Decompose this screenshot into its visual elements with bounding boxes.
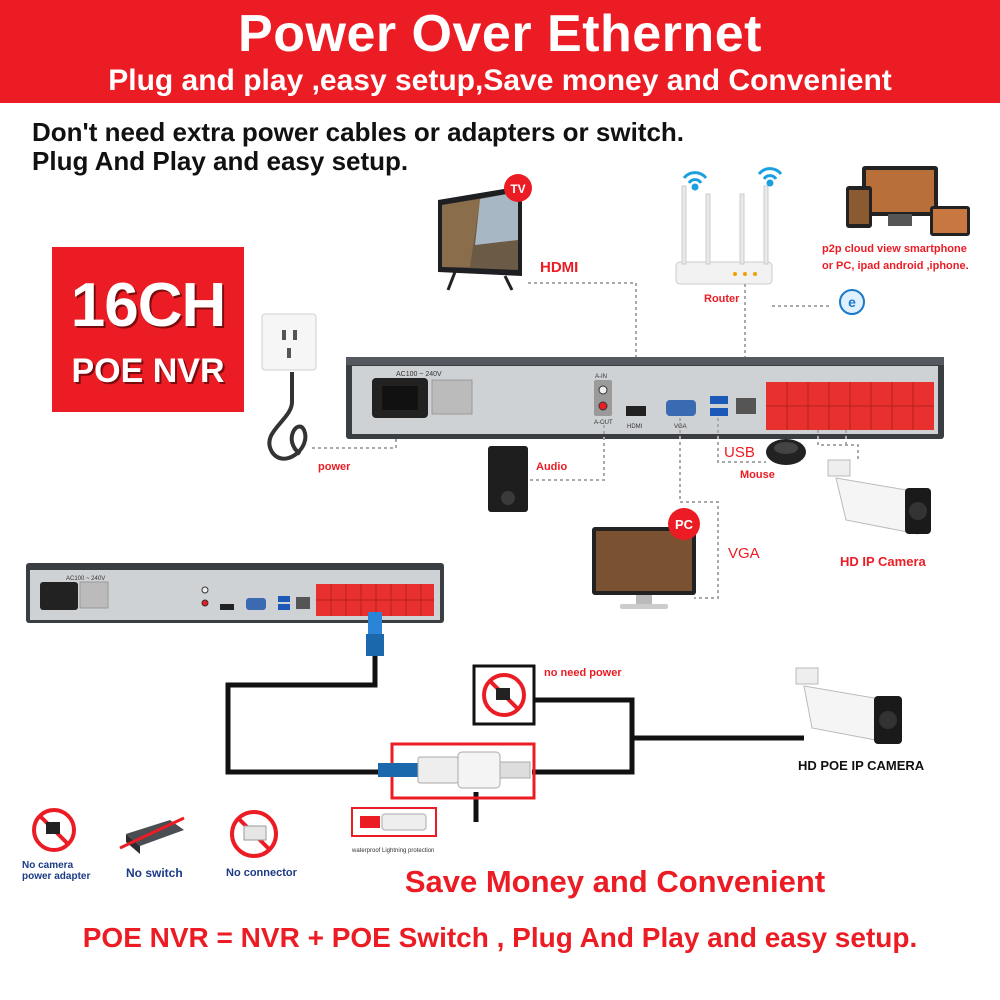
connection-diagram-top: TV HDMI Router p2p cloud view smartphone… — [261, 166, 970, 609]
ie-icon: e — [839, 289, 865, 315]
product-badge — [52, 247, 244, 412]
tv-icon — [438, 186, 522, 291]
slogan: Save Money and Convenient — [404, 864, 826, 899]
router-icon — [675, 185, 773, 285]
no-switch-icon — [119, 816, 185, 854]
intro-line-2: Plug And Play and easy setup. — [32, 146, 409, 176]
vga-label: VGA — [728, 545, 760, 562]
power-label: power — [318, 461, 351, 473]
badge-product: POE NVR — [71, 352, 225, 390]
ip-camera-icon — [827, 459, 931, 535]
p2p-label-2: or PC, ipad android ,iphone. — [822, 260, 969, 272]
router-label: Router — [704, 293, 740, 305]
lightning-protector-icon — [351, 807, 437, 837]
intro-line-1: Don't need extra power cables or adapter… — [32, 117, 685, 147]
badge-channels: 16CH — [70, 271, 227, 340]
hdmi-label: HDMI — [540, 259, 578, 276]
tv-tag-text: TV — [510, 182, 525, 196]
no-power-label: no need power — [544, 667, 622, 679]
nvr-small-voltage: AC100 ~ 240V — [66, 576, 105, 582]
p2p-label-1: p2p cloud view smartphone — [822, 243, 967, 255]
usb-label: USB — [724, 444, 755, 461]
nvr-rear-panel: AC100 ~ 240V A-IN A-OUT HDMI VGA — [346, 357, 944, 439]
devices-icon — [846, 166, 970, 236]
svg-text:HDMI: HDMI — [627, 424, 643, 430]
connection-diagram-bottom: AC100 ~ 240V — [26, 563, 925, 858]
pc-tag-text: PC — [675, 517, 694, 532]
pc-tag — [668, 508, 700, 540]
feature-label-no-adapter: No camera power adapter — [22, 860, 91, 882]
ip-camera-icon-bottom — [795, 667, 902, 744]
audio-label: Audio — [536, 461, 567, 473]
page-title: Power Over Ethernet — [238, 5, 762, 63]
speaker-icon — [488, 446, 528, 512]
no-connector-icon — [230, 810, 278, 858]
mouse-icon — [766, 439, 806, 465]
camera-label-bottom: HD POE IP CAMERA — [798, 758, 925, 773]
no-adapter-icon — [32, 808, 76, 852]
feature-label-no-connector: No connector — [226, 867, 297, 879]
tv-tag — [504, 174, 532, 202]
feature-label-no-switch: No switch — [126, 866, 183, 880]
hdmi-port — [626, 406, 646, 416]
wifi-icon — [682, 167, 783, 191]
rj45-plug-icon — [366, 612, 384, 656]
power-cable-icon — [267, 372, 308, 461]
pc-monitor-icon — [592, 527, 696, 609]
usb-port-1 — [710, 396, 728, 404]
nvr-voltage: AC100 ~ 240V — [396, 371, 442, 378]
svg-text:e: e — [848, 294, 856, 310]
camera-label-top: HD IP Camera — [840, 554, 927, 569]
header-banner — [0, 0, 1000, 103]
mouse-label: Mouse — [740, 469, 775, 481]
svg-text:A-IN: A-IN — [595, 374, 607, 380]
usb-port-2 — [710, 408, 728, 416]
power-outlet-icon — [261, 313, 317, 371]
poe-connector-icon — [378, 751, 531, 789]
page-subtitle: Plug and play ,easy setup,Save money and… — [108, 64, 892, 97]
vga-port — [666, 400, 696, 416]
svg-text:A-OUT: A-OUT — [594, 420, 613, 426]
formula: POE NVR = NVR + POE Switch , Plug And Pl… — [82, 922, 918, 953]
nvr-rear-panel-small: AC100 ~ 240V — [26, 563, 444, 623]
lan-port — [736, 398, 756, 414]
protection-label: waterproof Lightning protection — [351, 848, 434, 854]
no-adapter-icon-inline — [482, 673, 526, 717]
